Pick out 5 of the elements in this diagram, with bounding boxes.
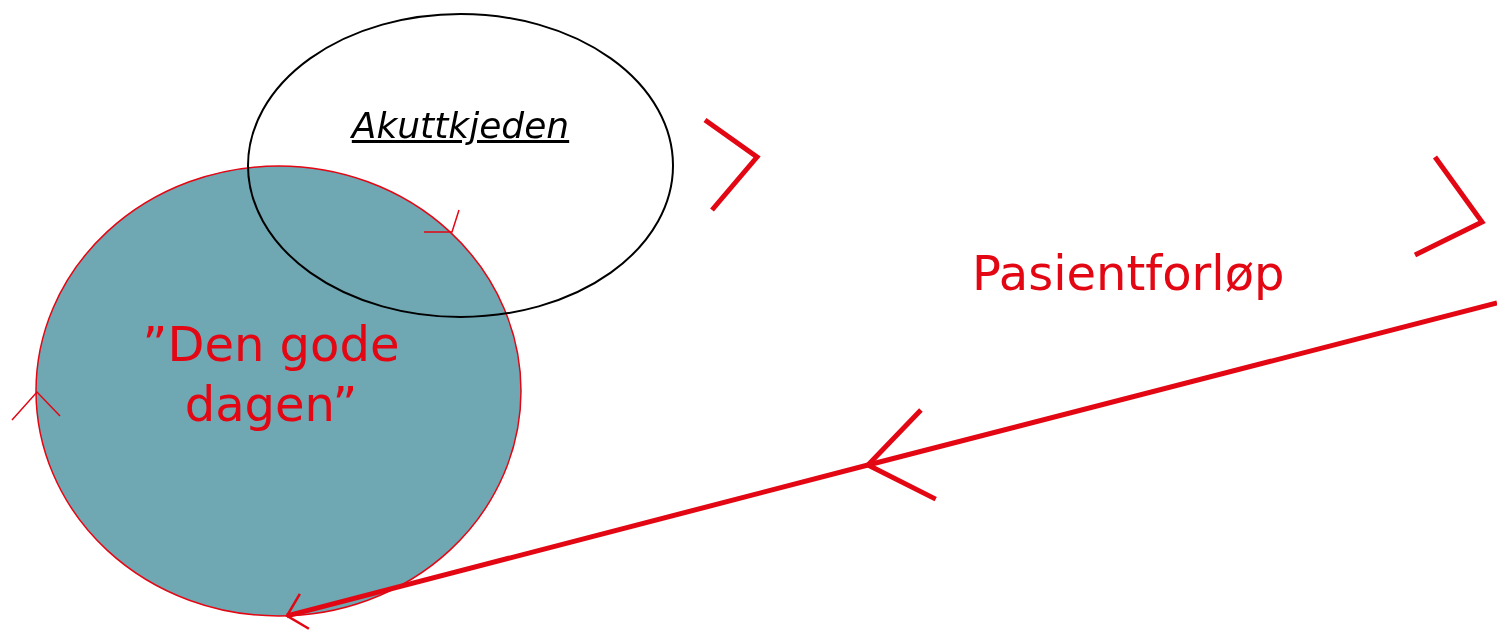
ellipse-shape	[248, 14, 673, 317]
arrow	[286, 300, 1497, 630]
circle-shape	[36, 166, 521, 616]
node-label: Akuttkjeden	[349, 104, 571, 148]
node-label: ”Den gode dagen”	[141, 315, 401, 434]
